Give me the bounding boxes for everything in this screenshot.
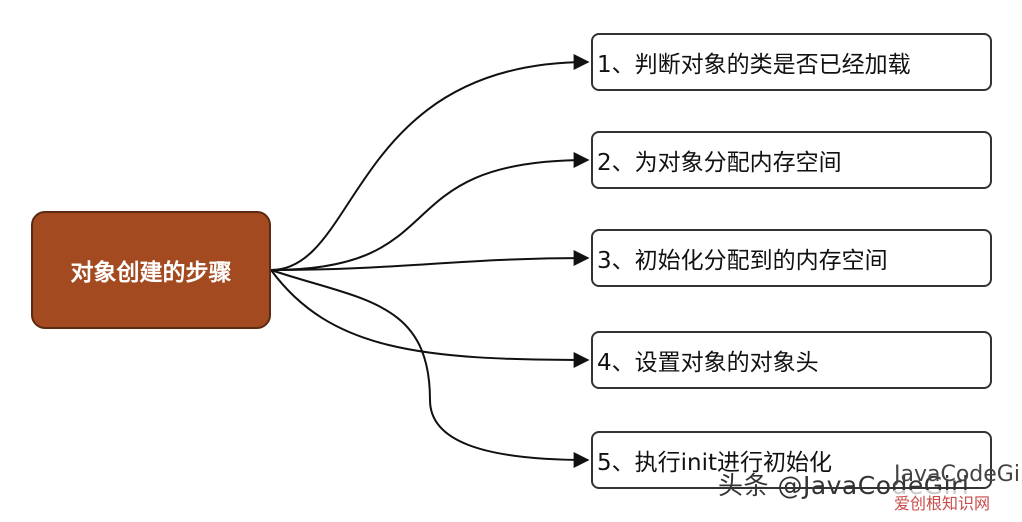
step-box-2: 2、为对象分配内存空间 xyxy=(591,131,992,189)
step-box-4: 4、设置对象的对象头 xyxy=(591,331,992,389)
connector-1 xyxy=(270,54,590,271)
root-node: 对象创建的步骤 xyxy=(31,211,271,329)
step-label: 1、判断对象的类是否已经加载 xyxy=(597,52,911,78)
step-label: 2、为对象分配内存空间 xyxy=(597,150,842,176)
step-label: 5、执行init进行初始化 xyxy=(597,450,833,476)
watermark-site: 爱创根知识网 xyxy=(894,490,991,514)
root-label: 对象创建的步骤 xyxy=(70,260,232,286)
connector-5 xyxy=(270,269,590,468)
watermark-secondary: JavaCodeGirl xyxy=(894,462,1022,487)
step-label: 4、设置对象的对象头 xyxy=(597,350,819,376)
step-label: 3、初始化分配到的内存空间 xyxy=(597,248,888,274)
connector-4 xyxy=(270,269,590,368)
connector-3 xyxy=(270,250,590,271)
step-box-5: 5、执行init进行初始化 xyxy=(591,431,992,489)
connector-2 xyxy=(270,152,590,271)
step-box-1: 1、判断对象的类是否已经加载 xyxy=(591,33,992,91)
step-box-3: 3、初始化分配到的内存空间 xyxy=(591,229,992,287)
